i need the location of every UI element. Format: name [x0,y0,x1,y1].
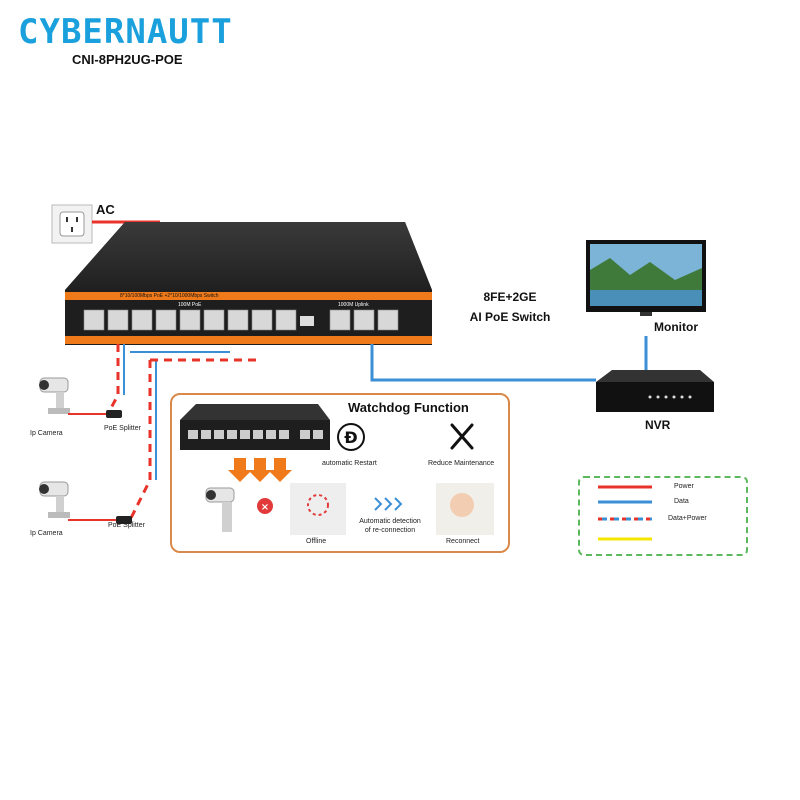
wall-socket-icon [51,204,93,244]
offline-camera-icon [205,487,235,532]
poe-splitter-icon [106,410,122,418]
watchdog-title: Watchdog Function [348,400,469,415]
svg-text:Đ: Đ [344,428,357,447]
nvr-data-cable [370,344,596,382]
baby-face-icon [450,493,474,517]
detect-label-2: of re-connection [364,527,416,534]
camera-label: Ip Camera [30,430,63,437]
svg-text:×: × [261,502,269,513]
maintenance-label: Reduce Maintenance [428,460,495,467]
nvr-device [596,370,714,412]
tools-icon [450,423,474,450]
restart-label: automatic Restart [322,460,377,467]
offline-label: Offline [306,538,327,545]
splitter-label: PoE Splitter [108,522,145,529]
ip-camera-icon [39,377,70,414]
legend-data-label: Data [674,498,689,505]
detect-label-1: Automatic detection [359,518,421,525]
switch-uplink-text: 1000M Uplink [338,302,369,308]
switch-title-line2: AI PoE Switch [469,310,551,324]
nvr-label: NVR [645,418,671,432]
restart-icon: Đ [337,423,365,451]
legend-dataplus-label: Data+Power [668,515,707,522]
legend-power-label: Power [674,483,694,490]
ac-label: AC [96,202,115,217]
splitter-label: PoE Splitter [104,425,141,432]
poe-switch-device [65,222,432,345]
switch-panel-text: 8*10/100Mbps PoE +2*10/1000Mbps Switch [120,293,219,299]
legend-box [578,476,748,556]
monitor-icon [586,240,706,316]
offline-screen [290,483,346,535]
switch-poe-text: 100M PoE [178,302,202,308]
camera2-cable [128,360,152,521]
loading-spinner-icon [307,494,329,516]
error-icon: × [257,498,273,514]
model-number: CNI-8PH2UG-POE [72,52,183,67]
monitor-label: Monitor [654,320,698,334]
camera1-cable [108,344,120,411]
chevrons-right-icon [374,497,403,511]
reconnect-label: Reconnect [446,538,480,545]
ip-camera-icon [39,481,70,518]
brand-logo: CYBERNAUTT [18,12,233,52]
switch-title-line1: 8FE+2GE [483,290,537,304]
poe-splitter-icon [116,516,132,524]
camera-label: Ip Camera [30,530,63,537]
down-arrows-icon [228,458,292,482]
